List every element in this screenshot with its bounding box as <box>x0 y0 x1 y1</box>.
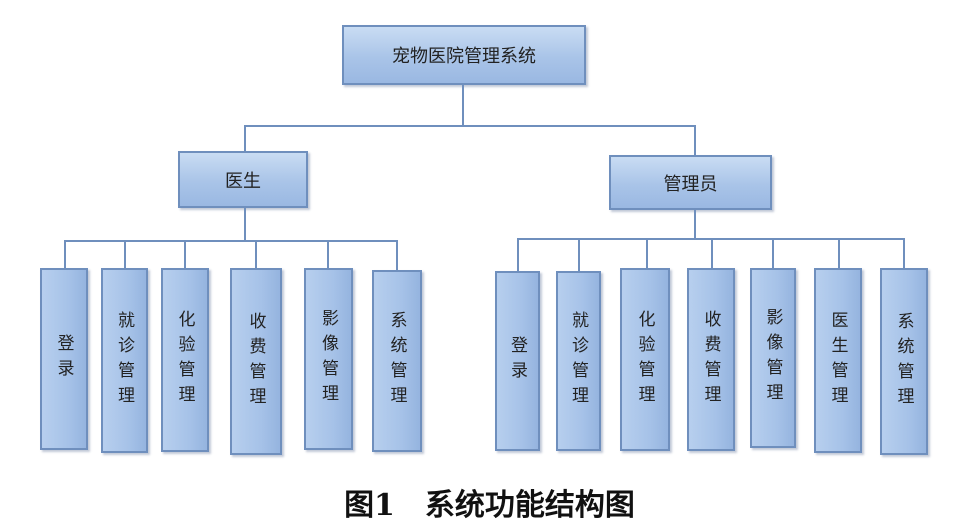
connector-doctor-child-4 <box>327 240 329 268</box>
admin-child-system: 系统管理 <box>880 268 928 455</box>
connector-doctor-bar <box>64 240 396 242</box>
connector-admin-child-6 <box>903 238 905 268</box>
connector-admin-down <box>694 210 696 240</box>
node-label: 系统管理 <box>893 311 914 412</box>
admin-node: 管理员 <box>609 155 772 210</box>
connector-doctor-down <box>244 208 246 242</box>
connector-doctor-child-2 <box>184 240 186 268</box>
connector-root-down <box>462 85 464 127</box>
doctor-child-system: 系统管理 <box>372 270 422 452</box>
admin-child-lab: 化验管理 <box>620 268 670 451</box>
node-label: 影像管理 <box>762 308 783 408</box>
node-label: 化验管理 <box>174 310 195 410</box>
connector-admin-child-2 <box>646 238 648 268</box>
doctor-child-lab: 化验管理 <box>161 268 209 452</box>
node-label: 影像管理 <box>318 309 338 409</box>
node-label: 登录 <box>53 334 74 384</box>
doctor-node: 医生 <box>178 151 308 208</box>
connector-doctor-child-5 <box>396 240 398 270</box>
connector-admin-child-3 <box>711 238 713 268</box>
node-label: 登录 <box>507 336 527 386</box>
root-label: 宠物医院管理系统 <box>392 46 536 67</box>
node-label: 收费管理 <box>700 309 721 410</box>
node-label: 化验管理 <box>634 309 655 410</box>
node-label: 系统管理 <box>386 311 407 411</box>
root-node: 宠物医院管理系统 <box>342 25 586 85</box>
admin-child-billing: 收费管理 <box>687 268 735 451</box>
node-label: 医生管理 <box>827 310 848 411</box>
admin-child-visit: 就诊管理 <box>556 271 601 451</box>
admin-child-imaging: 影像管理 <box>750 268 796 448</box>
connector-admin-child-1 <box>578 238 580 271</box>
connector-doctor-child-3 <box>255 240 257 268</box>
connector-to-admin <box>694 125 696 155</box>
connector-doctor-child-0 <box>64 240 66 268</box>
connector-level1-bar <box>244 125 696 127</box>
figure-caption: 图1 系统功能结构图 <box>344 488 635 523</box>
connector-to-doctor <box>244 125 246 151</box>
node-label: 就诊管理 <box>114 310 134 411</box>
connector-admin-child-4 <box>772 238 774 268</box>
admin-label: 管理员 <box>663 173 718 195</box>
doctor-child-billing: 收费管理 <box>230 268 282 455</box>
connector-admin-child-0 <box>517 238 519 271</box>
doctor-child-login: 登录 <box>40 268 88 450</box>
doctor-child-visit: 就诊管理 <box>101 268 148 453</box>
connector-admin-child-5 <box>838 238 840 268</box>
node-label: 收费管理 <box>245 311 266 412</box>
doctor-label: 医生 <box>225 170 261 192</box>
connector-admin-bar <box>517 238 904 240</box>
node-label: 就诊管理 <box>568 311 588 411</box>
doctor-child-imaging: 影像管理 <box>304 268 353 450</box>
admin-child-login: 登录 <box>495 271 540 451</box>
connector-doctor-child-1 <box>124 240 126 268</box>
admin-child-doctor-mgmt: 医生管理 <box>814 268 862 453</box>
